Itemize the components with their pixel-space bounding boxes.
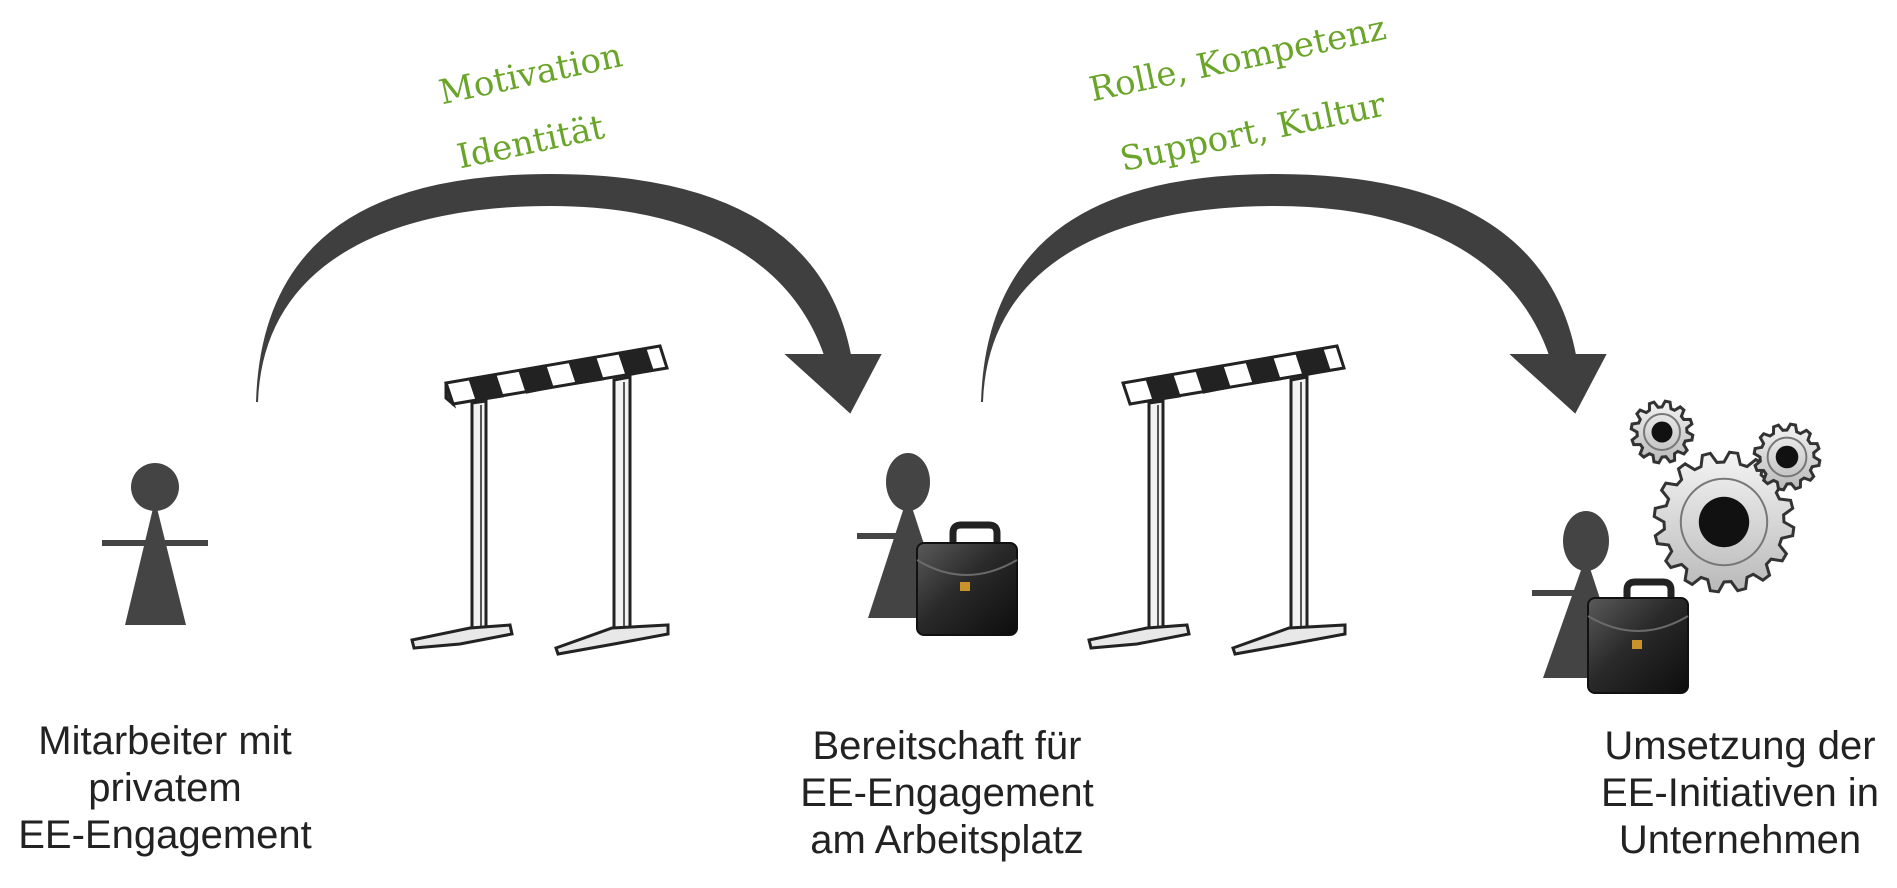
curved-arrow-icon xyxy=(981,173,1607,414)
stage-1-line-2: privatem xyxy=(88,766,242,810)
curved-arrow-icon xyxy=(256,173,882,414)
gear-icon xyxy=(1652,450,1796,594)
stage-2-caption: Bereitschaft für EE-Engagement am Arbeit… xyxy=(757,723,1137,864)
stage-1-caption: Mitarbeiter mit privatem EE-Engagement xyxy=(0,718,355,859)
briefcase-icon xyxy=(1587,578,1689,694)
stage-3-line-2: EE-Initiativen in xyxy=(1601,771,1879,815)
stage-3-caption: Umsetzung der EE-Initiativen in Unterneh… xyxy=(1550,723,1897,864)
barrier-1-line-2: Identität xyxy=(454,107,609,177)
stage-2-line-2: EE-Engagement xyxy=(800,771,1094,815)
hurdle-icon xyxy=(1087,344,1347,656)
gear-icon xyxy=(1752,422,1822,492)
barrier-1-line-1: Motivation xyxy=(435,35,625,113)
barrier-2-line-2: Support, Kultur xyxy=(1117,84,1390,179)
person-icon xyxy=(102,463,208,625)
stage-2-line-3: am Arbeitsplatz xyxy=(810,818,1084,862)
stage-1-line-3: EE-Engagement xyxy=(18,813,312,857)
stage-2-line-1: Bereitschaft für xyxy=(812,724,1082,768)
hurdle-icon xyxy=(410,344,670,656)
gear-icon xyxy=(1629,399,1695,465)
stage-3-line-3: Unternehmen xyxy=(1618,818,1862,862)
briefcase-icon xyxy=(916,521,1018,636)
stage-3-line-1: Umsetzung der xyxy=(1604,724,1876,768)
stage-1-line-1: Mitarbeiter mit xyxy=(38,719,292,763)
